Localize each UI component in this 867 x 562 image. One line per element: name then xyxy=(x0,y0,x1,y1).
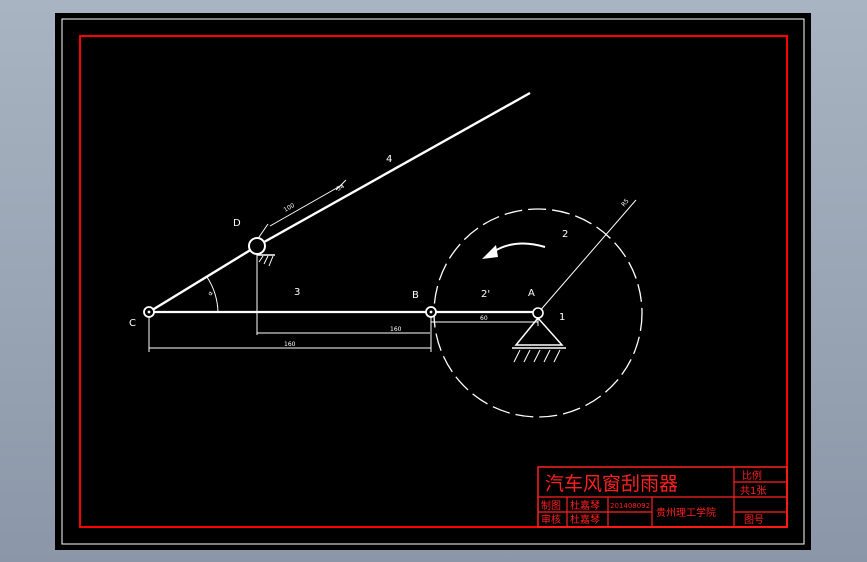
tb-drawn-by: 杜嘉琴 xyxy=(570,499,600,512)
tb-scale-label: 比例 xyxy=(742,469,762,482)
joint-a xyxy=(532,307,544,319)
label-link-3: 3 xyxy=(294,287,300,298)
link-de xyxy=(256,91,531,248)
dim-label-ba: 60 xyxy=(480,315,488,322)
link-cd xyxy=(148,244,258,314)
label-link-2b: 2' xyxy=(481,289,490,300)
dim-line-cd xyxy=(269,184,343,227)
dim-label-fixed: 160 xyxy=(390,326,402,333)
rotation-arrowhead xyxy=(482,245,498,259)
label-point-d: D xyxy=(233,218,241,229)
tb-sheet-label: 共1张 xyxy=(740,485,766,497)
joint-c-dot xyxy=(147,310,151,314)
radius-label: R5 xyxy=(620,198,631,209)
label-link-1: 1 xyxy=(559,312,565,323)
tb-student-no: 201408092 xyxy=(610,502,650,510)
inner-border-red xyxy=(79,35,788,528)
ground-a-hatch xyxy=(513,349,561,363)
drawing-sheet xyxy=(55,13,811,550)
tb-drawing-no-label: 图号 xyxy=(744,514,764,526)
label-point-c: C xyxy=(129,318,136,329)
tb-title: 汽车风窗刮雨器 xyxy=(545,473,678,495)
joint-b-dot xyxy=(429,310,433,314)
outer-border xyxy=(61,18,805,545)
dim-label-cd: 100 xyxy=(283,202,297,214)
label-link-4: 4 xyxy=(386,154,392,165)
angle-label: α xyxy=(207,290,215,297)
dim-label-cb: 160 xyxy=(284,341,296,348)
label-point-b: B xyxy=(412,290,419,301)
label-point-a: A xyxy=(528,288,535,299)
ground-a-triangle xyxy=(514,316,564,346)
tb-checked-by: 杜嘉琴 xyxy=(570,513,600,526)
tb-drawn-label: 制图 xyxy=(541,499,561,512)
label-link-2: 2 xyxy=(562,229,568,240)
ext-line-e2 xyxy=(335,179,347,191)
tb-check-label: 审核 xyxy=(541,513,561,526)
title-block: 汽车风窗刮雨器 比例 共1张 图号 制图 杜嘉琴 201408092 审核 杜嘉… xyxy=(537,466,788,528)
tb-school: 贵州理工学院 xyxy=(656,506,716,519)
radius-leader xyxy=(537,199,637,314)
dim-mark: 54 xyxy=(336,183,346,193)
angle-arc xyxy=(206,276,219,313)
joint-d xyxy=(248,237,266,255)
ground-d-hatch xyxy=(258,255,274,267)
